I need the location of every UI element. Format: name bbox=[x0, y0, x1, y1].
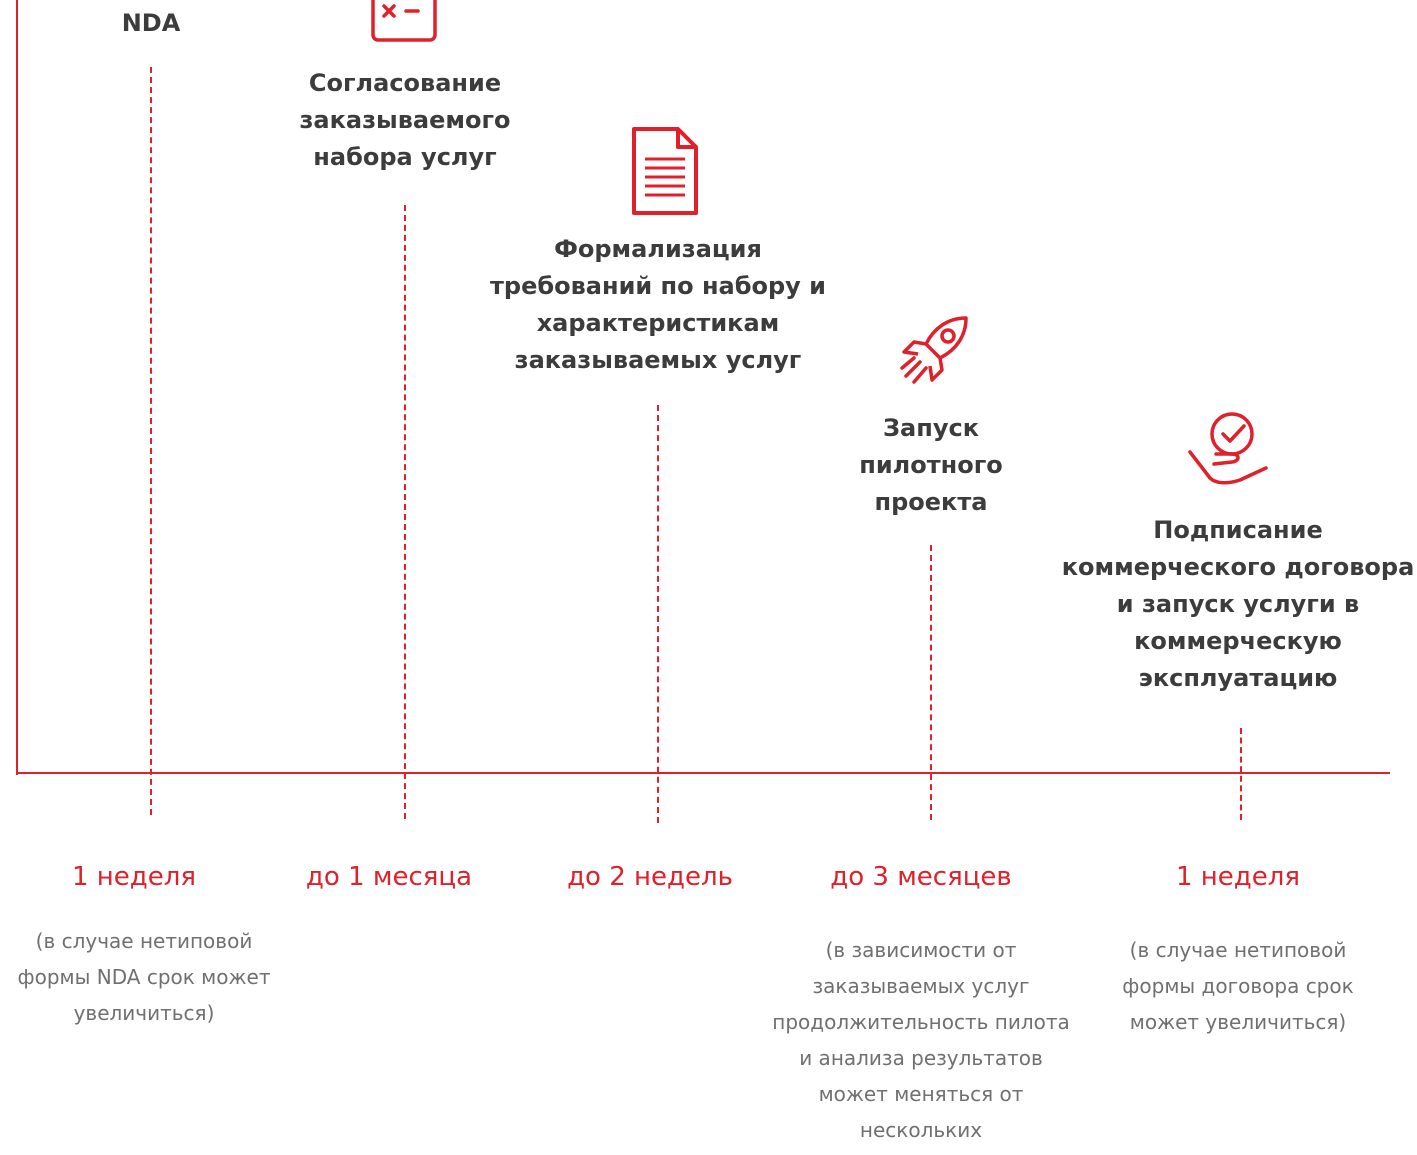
stage-2-duration: до 1 месяца bbox=[305, 862, 473, 892]
stage-5-duration: 1 неделя bbox=[1175, 862, 1301, 892]
stage-5-connector bbox=[1240, 728, 1242, 820]
stage-3-connector bbox=[657, 405, 659, 823]
checklist-icon bbox=[371, 0, 437, 42]
timeline-horizontal-axis bbox=[16, 772, 1390, 774]
rocket-icon bbox=[896, 312, 976, 392]
document-icon bbox=[630, 125, 700, 217]
stage-2-connector bbox=[404, 205, 406, 819]
stage-1-note: (в случае нетиповой формы NDA срок может… bbox=[17, 929, 271, 1025]
stage-2-title: Согласование заказываемого набора услуг bbox=[299, 69, 511, 171]
stage-4-connector bbox=[930, 545, 932, 820]
stage-4-duration: до 3 месяцев bbox=[830, 862, 1012, 892]
timeline-vertical-axis bbox=[16, 0, 18, 775]
stage-1-connector bbox=[150, 67, 152, 815]
stage-4-note: (в зависимости от заказываемых услуг про… bbox=[772, 938, 1070, 1142]
stage-1-title: NDA bbox=[121, 9, 181, 37]
stage-5-title: Подписание коммерческого договора и запу… bbox=[1061, 516, 1415, 692]
stage-4-title: Запуск пилотного проекта bbox=[859, 414, 1003, 516]
stage-3-title: Формализация требований по набору и хара… bbox=[489, 235, 826, 374]
hand-check-icon bbox=[1186, 402, 1270, 486]
stage-5-note: (в случае нетиповой формы договора срок … bbox=[1122, 938, 1354, 1034]
stage-1-duration: 1 неделя bbox=[71, 862, 197, 892]
stage-3-duration: до 2 недель bbox=[567, 862, 733, 892]
